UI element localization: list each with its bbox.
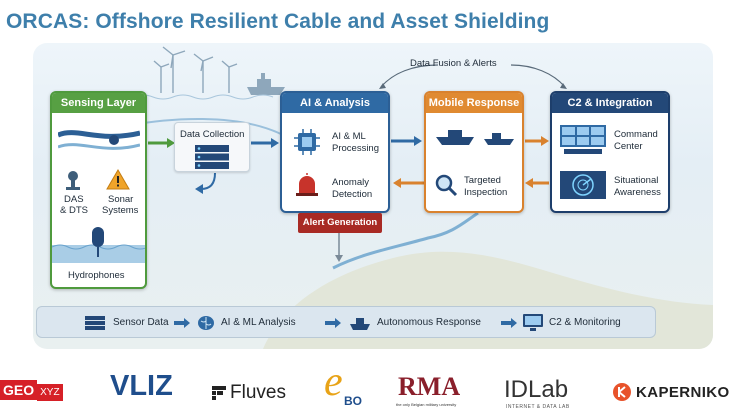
data-fusion-label: Data Fusion & Alerts	[410, 58, 497, 69]
data-collection-box: Data Collection	[174, 122, 250, 172]
fusion-arrow-left	[380, 64, 439, 88]
monitor-icon	[523, 314, 543, 331]
flow-arrow-icon	[174, 318, 190, 328]
arrow-collection-sonar	[200, 172, 216, 190]
flow-step-autonomous: Autonomous Response	[377, 317, 481, 328]
mobile-response-header: Mobile Response	[426, 93, 522, 113]
targeted-label: Targeted	[464, 175, 501, 186]
c2-integration-panel: C2 & Integration Command Center Situatio…	[550, 91, 670, 213]
situational-display-icon	[560, 171, 606, 199]
idlab-logo: IDLab	[504, 376, 569, 403]
patrol-boats-icon	[436, 130, 514, 145]
kaperniko-mark-icon	[613, 383, 631, 401]
ai-ml-label: AI & ML	[332, 131, 366, 142]
command-label: Command	[614, 129, 658, 140]
situational-label: Situational	[614, 175, 659, 186]
wind-turbines	[153, 46, 238, 93]
alert-generation-box: Alert Generation	[298, 213, 382, 233]
awareness-label: Awareness	[614, 187, 661, 198]
ebo-logo: e BO	[324, 359, 362, 408]
fiber-cable-icon	[58, 130, 140, 150]
fluves-mark-icon	[212, 386, 226, 400]
alarm-siren-icon	[296, 173, 318, 196]
rma-tagline: the only Belgian military university	[396, 402, 457, 407]
fusion-arrow-right	[510, 64, 566, 88]
c2-integration-header: C2 & Integration	[552, 93, 668, 113]
process-flow-bar: Sensor Data AI & ML Analysis Autonomous …	[36, 306, 656, 338]
sensing-layer-header: Sensing Layer	[52, 93, 145, 113]
das-label: DAS	[64, 194, 84, 205]
sonar-warning-icon	[106, 169, 130, 190]
dts-label: & DTS	[60, 205, 88, 216]
flow-step-sensor-data: Sensor Data	[113, 317, 169, 328]
server-rack-icon	[195, 145, 229, 169]
boat-icon	[350, 318, 370, 330]
sensor-data-icon	[85, 316, 105, 330]
hydrophones-label: Hydrophones	[68, 270, 125, 281]
idlab-tagline: INTERNET & DATA LAB	[506, 404, 570, 410]
hydrophone-icon	[52, 227, 145, 263]
detection-label: Detection	[332, 189, 373, 200]
sonar-label: Sonar	[108, 194, 134, 205]
vliz-logo: VLIZ	[110, 370, 173, 402]
flow-step-c2-monitoring: C2 & Monitoring	[549, 317, 621, 328]
rma-logo: RMA	[398, 372, 461, 401]
center-label: Center	[614, 141, 643, 152]
kaperniko-logo: KAPERNIKO	[636, 384, 730, 401]
mobile-response-panel: Mobile Response Targeted Inspection	[424, 91, 524, 213]
brain-icon	[198, 316, 214, 330]
sonar-systems-label: Systems	[102, 205, 139, 216]
flow-step-ai-ml: AI & ML Analysis	[221, 317, 296, 328]
flow-arrow-icon	[325, 318, 341, 328]
processing-label: Processing	[332, 143, 379, 154]
ai-analysis-header: AI & Analysis	[282, 93, 388, 113]
data-collection-label: Data Collection	[180, 129, 245, 140]
ai-analysis-panel: AI & Analysis AI & ML Processing Anomaly…	[280, 91, 390, 213]
river-line	[332, 211, 479, 270]
flow-arrow-icon	[501, 318, 517, 328]
magnifier-icon	[435, 174, 458, 197]
command-center-icon	[560, 125, 606, 154]
page-title: ORCAS: Offshore Resilient Cable and Asse…	[6, 10, 550, 33]
fluves-logo: Fluves	[230, 382, 286, 403]
das-sensor-icon	[66, 171, 80, 190]
sensing-layer-panel: Sensing Layer DAS & DTS Sonar Systems Hy…	[50, 91, 147, 289]
ai-chip-icon	[294, 129, 320, 155]
anomaly-label: Anomaly	[332, 177, 369, 188]
inspection-label: Inspection	[464, 187, 508, 198]
ship-icon	[247, 73, 285, 95]
